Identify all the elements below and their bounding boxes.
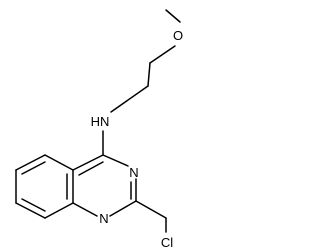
chlorine-label: Cl — [161, 235, 173, 250]
bond-c5-c6-inner — [21, 161, 46, 175]
ring-nitrogen-lower-label: N — [99, 211, 108, 226]
chemical-structure: O HN N N Cl — [15, 9, 183, 250]
ring-nitrogen-upper-label: N — [129, 165, 138, 180]
bond-c7-c8-inner — [21, 198, 46, 212]
bond-c4a-c4-inner — [78, 161, 104, 176]
bond-ch2-ch2 — [147, 62, 151, 87]
bond-c5-c6 — [15, 154, 46, 171]
oxygen-label: O — [173, 28, 183, 43]
bond-c2-n1 — [109, 200, 137, 217]
bond-methyl-oxygen — [165, 9, 181, 23]
bond-c7-c8 — [15, 202, 46, 219]
bond-c2-ch2cl — [135, 200, 167, 219]
bond-c4a-c5 — [44, 154, 74, 171]
bond-oxygen-ch2 — [149, 45, 176, 64]
bond-ch2-nh — [110, 85, 149, 113]
bond-c8-c8a — [44, 202, 74, 219]
bond-c4a-c4 — [72, 154, 104, 171]
bond-c4-n3 — [102, 154, 129, 167]
amine-label: HN — [91, 114, 110, 129]
bond-n1-c8a — [72, 202, 98, 217]
